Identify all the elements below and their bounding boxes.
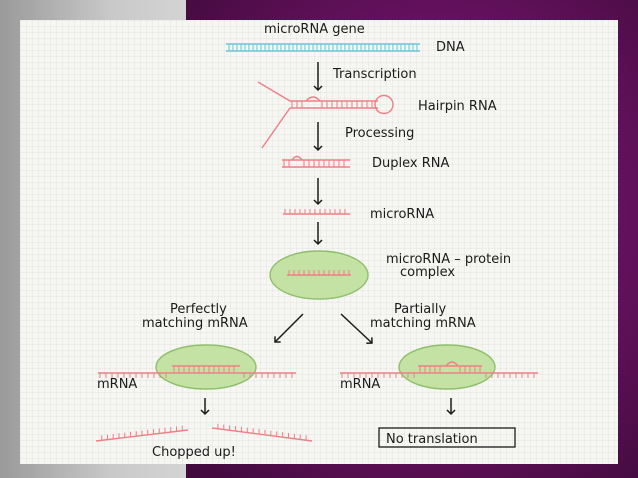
perfect-label-line1: Perfectly <box>170 302 227 317</box>
mrna-left-label: mRNA <box>97 377 137 392</box>
arrow-partial-branch <box>340 313 373 344</box>
chopped-fragment-right <box>211 423 313 442</box>
hairpin-rna <box>257 81 394 149</box>
right-mrna-strand <box>340 361 538 378</box>
partial-label-line1: Partially <box>394 302 446 317</box>
duplex-rna <box>282 155 350 168</box>
left-complex-ellipse <box>155 344 257 390</box>
dna-strand <box>226 43 420 52</box>
mrna-right-label: mRNA <box>340 377 380 392</box>
processing-label: Processing <box>345 126 414 141</box>
dna-label: DNA <box>436 40 465 55</box>
no-translation-label: No translation <box>386 432 478 447</box>
right-complex-ellipse <box>398 344 496 390</box>
left-mrna-strand <box>98 365 296 378</box>
diagram-panel <box>20 20 618 464</box>
microrna-label: microRNA <box>370 207 434 222</box>
microrna-strand <box>283 209 350 215</box>
transcription-label: Transcription <box>332 67 417 82</box>
complex-microrna-strand <box>287 270 351 276</box>
arrow-perfect-branch <box>274 313 304 343</box>
duplex-label: Duplex RNA <box>372 156 449 171</box>
title-microrna-gene: microRNA gene <box>264 22 365 37</box>
complex-label-line2: complex <box>400 265 455 280</box>
chopped-fragment-left <box>95 425 189 442</box>
chopped-label: Chopped up! <box>152 445 236 460</box>
complex-label-line1: microRNA – protein <box>386 252 511 267</box>
partial-label-line2: matching mRNA <box>370 316 476 331</box>
perfect-label-line2: matching mRNA <box>142 316 248 331</box>
hairpin-label: Hairpin RNA <box>418 99 497 114</box>
no-translation-box <box>378 427 516 448</box>
